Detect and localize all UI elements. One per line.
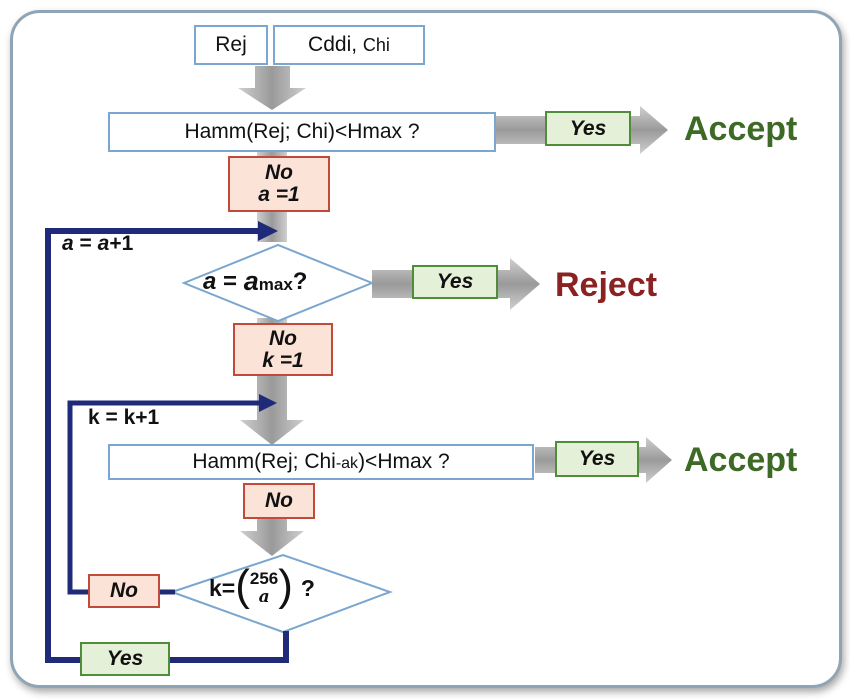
cddi-label: Cddi, bbox=[308, 33, 358, 56]
no-k-init-box: No k =1 bbox=[233, 323, 333, 376]
accept-label-1: Accept bbox=[684, 110, 798, 148]
stem-1 bbox=[257, 152, 287, 158]
reject-label: Reject bbox=[555, 266, 658, 304]
diamond-a-max bbox=[181, 243, 375, 323]
arrow-down-3 bbox=[240, 519, 304, 556]
a-increment-label: a = a+1 bbox=[62, 232, 134, 255]
yes-label-2: Yes bbox=[412, 265, 498, 299]
loop-a-line bbox=[45, 228, 289, 663]
no-label-4: No bbox=[88, 574, 160, 608]
cddi-chi-box: Cddi, Chi bbox=[273, 25, 425, 65]
k-init-label: k =1 bbox=[262, 348, 304, 372]
loop-a-arrowhead bbox=[258, 221, 278, 241]
rej-label: Rej bbox=[215, 33, 247, 56]
yes-label-4: Yes bbox=[80, 642, 170, 676]
hamm-check-2-text: Hamm(Rej; Chi-ak)<Hmax ? bbox=[192, 450, 450, 473]
no-label-2: No bbox=[269, 326, 297, 350]
a-init-label: a =1 bbox=[258, 183, 300, 206]
arrow-down-1 bbox=[238, 66, 306, 110]
diamond-k-binom bbox=[168, 553, 393, 634]
loop-k-arrowhead bbox=[259, 394, 277, 412]
arrow-down-2 bbox=[240, 376, 304, 445]
k-increment-label: k = k+1 bbox=[88, 406, 160, 429]
hamm-check-1: Hamm(Rej; Chi)<Hmax ? bbox=[108, 112, 496, 152]
no-label-1: No bbox=[265, 161, 293, 184]
no-label-3: No bbox=[243, 483, 315, 519]
chi-label: Chi bbox=[362, 34, 390, 55]
no-a-init-box: No a =1 bbox=[228, 156, 330, 212]
rej-input-box: Rej bbox=[194, 25, 268, 65]
left-paren: ( bbox=[235, 561, 250, 610]
accept-label-2: Accept bbox=[684, 441, 798, 479]
right-paren: ) bbox=[278, 561, 293, 610]
hamm-check-2: Hamm(Rej; Chi-ak)<Hmax ? bbox=[108, 444, 534, 480]
yes-label-3: Yes bbox=[555, 441, 639, 477]
binom-stack: 256 a bbox=[249, 569, 279, 607]
k-binom-question: k= ( 256 a ) ? bbox=[209, 561, 315, 610]
yes-label-1: Yes bbox=[545, 111, 631, 146]
hamm-check-1-text: Hamm(Rej; Chi)<Hmax ? bbox=[184, 120, 420, 143]
loop-k-line bbox=[67, 400, 262, 595]
stem-3 bbox=[257, 318, 287, 324]
